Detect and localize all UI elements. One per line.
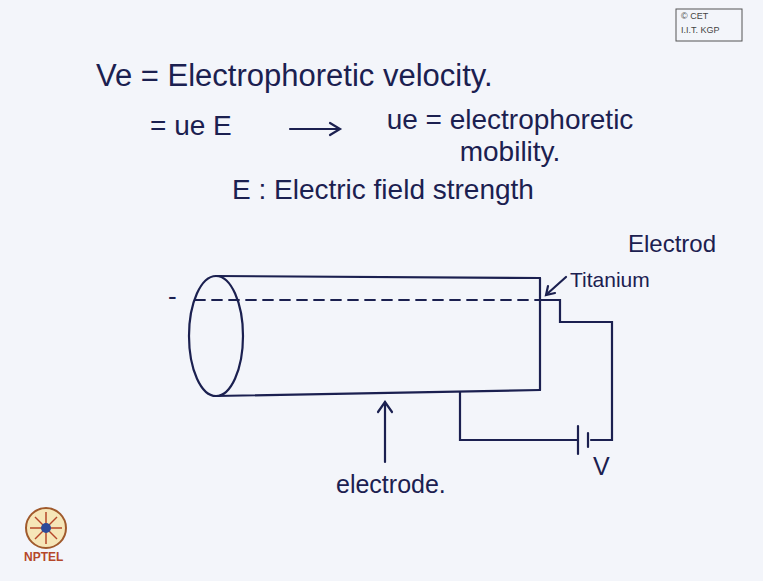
arrow-line <box>290 128 338 130</box>
voltage-label: V <box>593 452 610 481</box>
arrow-head <box>546 286 555 295</box>
definition: ue = electrophoretic mobility. <box>345 104 675 168</box>
part-name: Titanium <box>570 268 650 292</box>
polarity-sign: - <box>168 282 177 312</box>
logo-text: NPTEL <box>24 551 63 565</box>
arrow-head <box>378 402 392 412</box>
nptel-logo <box>26 508 66 548</box>
wire <box>460 392 578 440</box>
battery-plate <box>587 433 589 447</box>
battery-plate <box>577 426 579 454</box>
part-name: electrode. <box>336 470 446 499</box>
logo-text: I.I.T. KGP <box>681 25 720 35</box>
cylinder-top <box>216 276 540 278</box>
leader-line <box>547 277 566 294</box>
part-name: Electrod <box>628 230 716 258</box>
logo-text: © CET <box>681 11 708 21</box>
equation: = ue E <box>150 110 232 142</box>
leader-line <box>384 402 386 462</box>
definition: E : Electric field strength <box>232 174 534 206</box>
logo-frame <box>676 9 742 41</box>
cylinder-right <box>539 278 541 390</box>
titanium-rod <box>195 299 540 301</box>
cylinder-bottom <box>216 390 540 396</box>
cylinder-end <box>189 276 243 396</box>
wire <box>540 300 612 440</box>
arrow-head <box>330 123 340 135</box>
equation: Ve = Electrophoretic velocity. <box>96 58 493 94</box>
